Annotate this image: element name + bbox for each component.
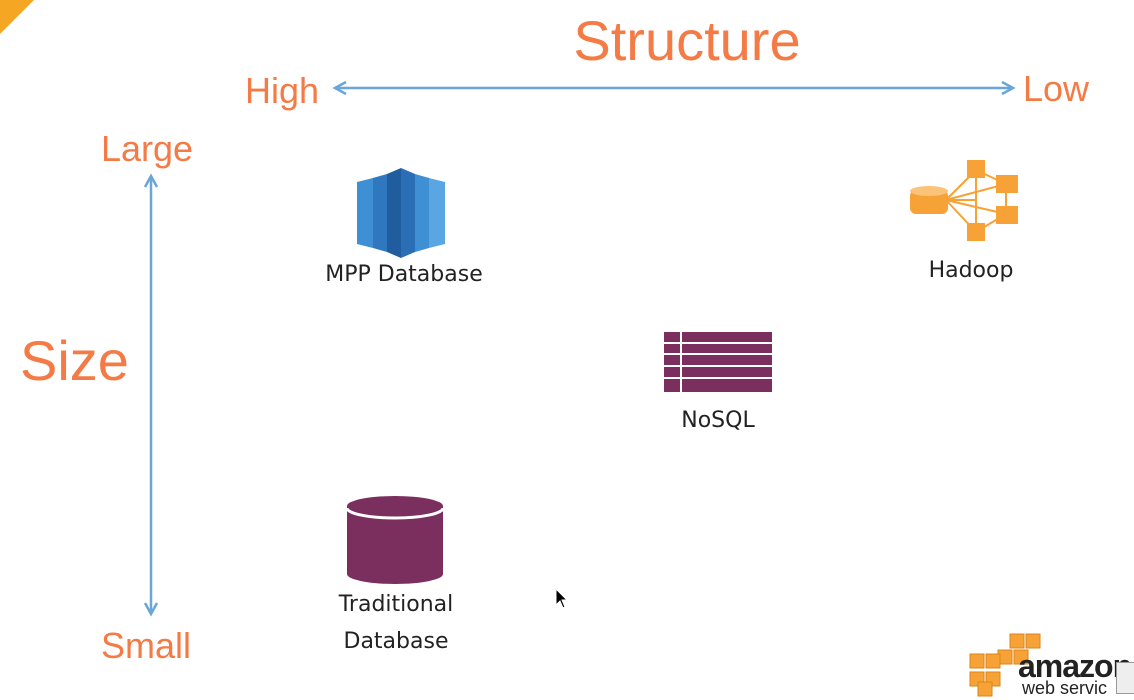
- nosql-label: NoSQL: [681, 408, 755, 433]
- mouse-cursor-icon: [555, 587, 569, 609]
- hadoop-label: Hadoop: [928, 258, 1014, 283]
- aws-logo-brand: amazon: [1018, 648, 1132, 684]
- corner-tab: [0, 0, 34, 34]
- x-axis-left-label: High: [245, 70, 320, 111]
- aws-logo-sub: web servic: [1022, 678, 1108, 698]
- traditional-database-label-line2: Database: [343, 629, 449, 654]
- traditional-database-label-line1: Traditional: [338, 592, 454, 617]
- y-axis-title: Size: [20, 329, 129, 392]
- y-axis-bottom-label: Small: [101, 625, 192, 666]
- watermark-badge: [1116, 662, 1134, 694]
- x-axis-right-label: Low: [1023, 68, 1090, 109]
- cylinder-database-icon: [345, 496, 445, 584]
- y-axis-top-label: Large: [101, 128, 194, 169]
- mpp-database-label: MPP Database: [325, 262, 483, 287]
- hadoop-network-icon: [910, 160, 1018, 241]
- table-rows-icon: [664, 332, 772, 392]
- aws-cubes-icon: [969, 633, 1041, 697]
- slide-title: Structure: [573, 9, 801, 72]
- columnar-database-icon: [357, 168, 445, 258]
